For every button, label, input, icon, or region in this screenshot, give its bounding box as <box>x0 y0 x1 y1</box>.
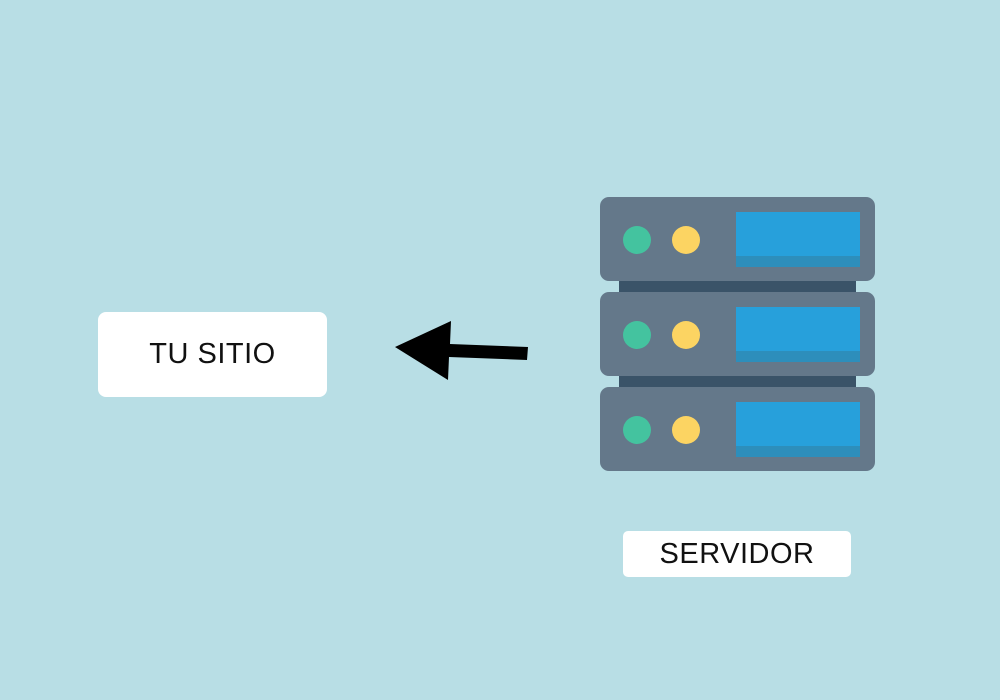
led-green-icon <box>623 416 651 444</box>
server-screen-band <box>736 446 860 457</box>
server-label: SERVIDOR <box>623 531 851 577</box>
server-screen-band <box>736 351 860 362</box>
server-screen-band <box>736 256 860 267</box>
led-yellow-icon <box>672 226 700 254</box>
arrow-left-icon <box>395 321 528 380</box>
led-yellow-icon <box>672 416 700 444</box>
led-green-icon <box>623 321 651 349</box>
led-yellow-icon <box>672 321 700 349</box>
server-icon <box>600 197 875 471</box>
site-label: TU SITIO <box>98 312 327 397</box>
led-green-icon <box>623 226 651 254</box>
